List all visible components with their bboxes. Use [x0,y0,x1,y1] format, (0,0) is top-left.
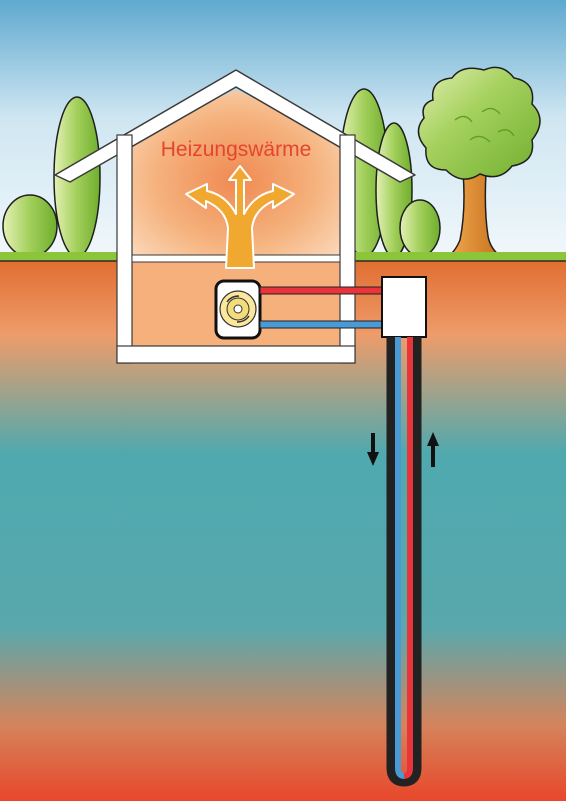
pipe-hot-vertical [403,337,413,779]
tree-crown-detail [454,107,515,143]
roof [54,69,416,183]
arrow-down-icon [367,433,379,466]
ground-probe [386,337,422,787]
pipe-cold-horizontal [259,320,385,329]
manifold-box [381,276,427,338]
tree-crown [417,66,541,180]
heat-pump-icon [214,279,262,340]
wall-right [339,134,356,364]
probe-loop-outline [386,337,422,787]
heat-label: Heizungswärme [161,138,312,161]
pipe-hot-horizontal [259,286,385,295]
house: Heizungswärme [54,69,416,364]
basement-floor [116,345,356,364]
heat-spread-arrows-icon [185,165,295,269]
arrow-up-icon [427,432,439,467]
pipe-cold-vertical [395,337,405,779]
tree [417,66,541,257]
wall-left [116,134,133,364]
